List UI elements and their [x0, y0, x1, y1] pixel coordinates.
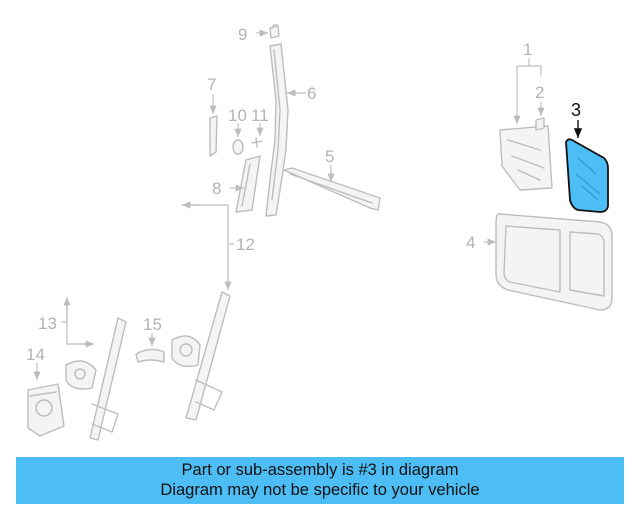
callout-7: 7	[207, 75, 216, 94]
part-13-window-regulator	[65, 317, 127, 441]
part-10-grommet	[232, 139, 244, 155]
callout-12: 12	[236, 235, 255, 254]
callout-1: 1	[523, 40, 532, 59]
callout-10: 10	[228, 106, 247, 125]
parts-diagram: 9 6 7 10 11 8 5 12	[26, 23, 613, 441]
callout-11: 11	[251, 106, 269, 125]
part-2-latch	[535, 117, 545, 131]
callout-13: 13	[38, 314, 57, 333]
callout-14: 14	[26, 345, 45, 364]
part-1-window-glass	[499, 125, 553, 191]
part-15-handle	[135, 348, 165, 363]
callout-15: 15	[143, 315, 162, 334]
part-8-trim	[235, 155, 261, 213]
part-11-screw	[251, 137, 263, 148]
part-4-window-frame	[495, 213, 613, 311]
part-6-pillar-trim	[265, 43, 289, 217]
banner-line-2: Diagram may not be specific to your vehi…	[160, 481, 480, 499]
part-12-window-regulator	[171, 291, 231, 421]
part-3-vent-glass-highlighted	[565, 138, 609, 213]
callout-3: 3	[571, 100, 581, 120]
callout-8: 8	[212, 179, 221, 198]
callout-4: 4	[466, 233, 475, 252]
callout-2: 2	[535, 83, 544, 102]
part-9-clip	[269, 23, 280, 39]
part-5-scuff-plate	[283, 167, 381, 211]
callout-5: 5	[325, 147, 334, 166]
callout-6: 6	[307, 84, 316, 103]
info-banner: Part or sub-assembly is #3 in diagram Di…	[16, 457, 624, 504]
part-14-motor	[27, 383, 65, 437]
banner-line-1: Part or sub-assembly is #3 in diagram	[181, 461, 459, 479]
callout-9: 9	[238, 25, 247, 44]
part-7-molding	[209, 115, 218, 157]
